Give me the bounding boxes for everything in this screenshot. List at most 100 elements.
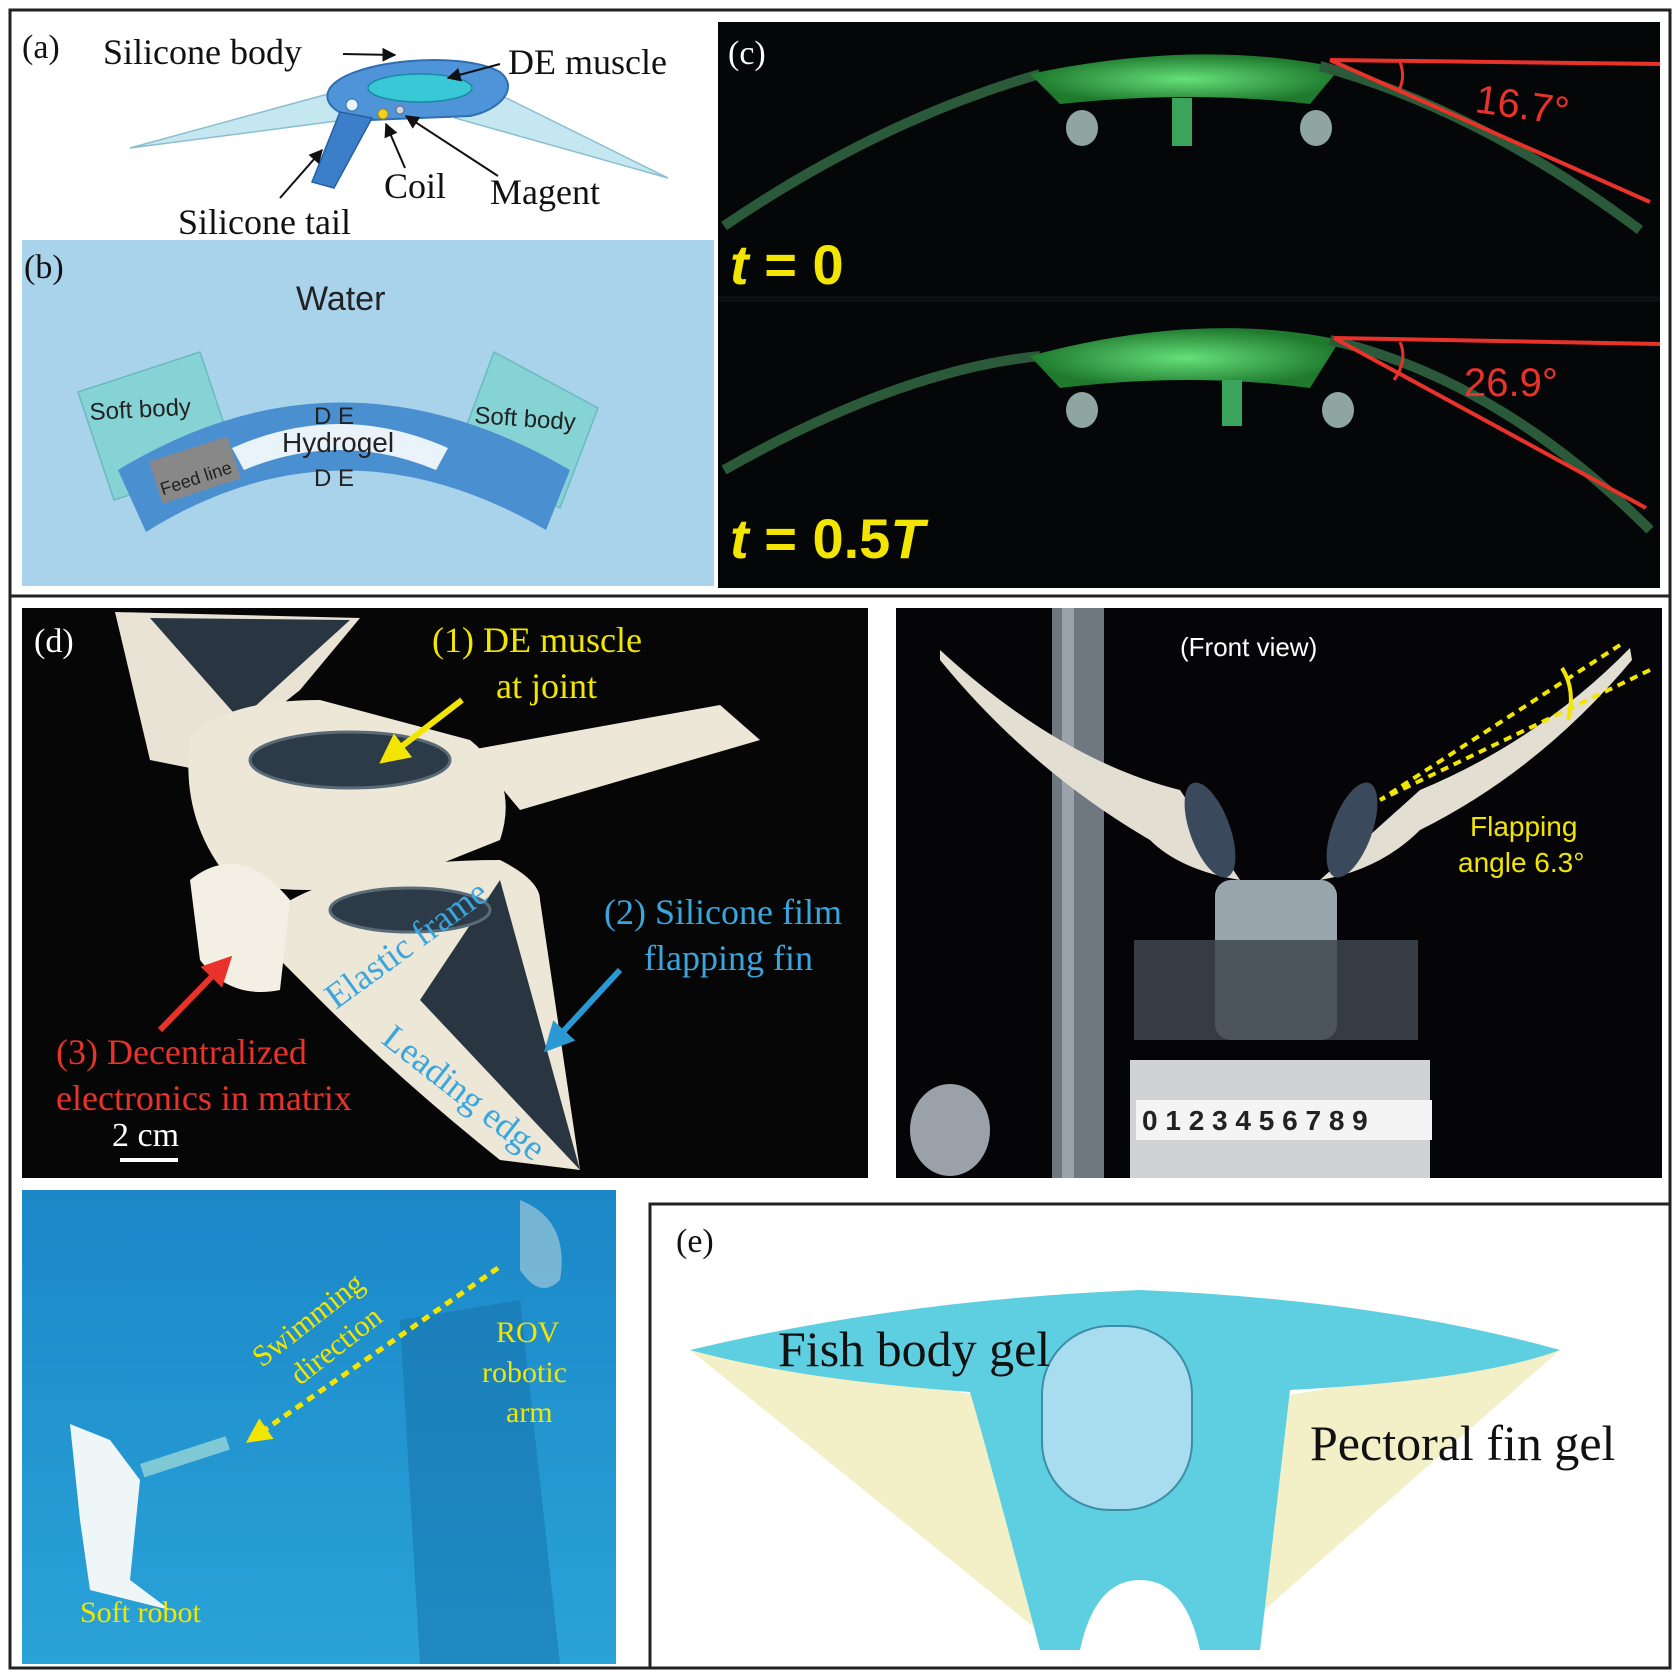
label-rov-3: arm — [506, 1396, 553, 1429]
label-soft-body-left: Soft body — [89, 394, 192, 426]
front-left-wing — [940, 650, 1240, 880]
left-fin — [129, 87, 361, 149]
label-silicone-body: Silicone body — [103, 32, 302, 72]
label-silicone-film-2: flapping fin — [644, 938, 813, 978]
pectoral-fin-right — [1230, 1350, 1560, 1640]
front-mount-plate — [1134, 940, 1418, 1040]
pod-right-bottom — [1322, 392, 1354, 428]
arrow-silicone-film — [543, 967, 623, 1053]
hydrogel-band — [232, 424, 448, 470]
angle-arc-top — [1396, 61, 1405, 93]
label-flapping-1: Flapping — [1470, 811, 1577, 842]
flap-axis-solid — [1378, 643, 1622, 802]
cylinder-left — [910, 1084, 990, 1176]
front-right-wing — [1320, 648, 1632, 880]
panel-ocean: Swimming direction ROV robotic arm Soft … — [22, 1190, 616, 1664]
label-magent: Magent — [490, 172, 600, 212]
angle-ref-bottom — [1333, 336, 1661, 346]
stem-bottom — [1222, 380, 1242, 426]
panel-e-tag: (e) — [676, 1223, 714, 1260]
panel-c-tag: (c) — [728, 35, 766, 72]
panel-c-divider-band — [718, 296, 1660, 302]
robot-lower-film — [420, 880, 580, 1170]
angle-line-top — [1329, 58, 1651, 204]
pole-highlight — [1062, 608, 1074, 1178]
coil-shape — [377, 108, 389, 120]
ocean-shadow — [400, 1300, 560, 1664]
stem-top — [1172, 98, 1192, 146]
pivot-left — [345, 98, 359, 112]
flap-axis-dotted — [1379, 668, 1651, 802]
pod-left-top — [1066, 110, 1098, 146]
panel-e: (e) Fish body gel Pectoral fin gel — [648, 1202, 1672, 1670]
label-de-muscle-joint-2: at joint — [496, 666, 597, 706]
pod-right-top — [1300, 110, 1332, 146]
label-coil: Coil — [384, 166, 446, 206]
label-rov-1: ROV — [496, 1316, 560, 1349]
label-silicone-film-1: (2) Silicone film — [604, 892, 842, 932]
panel-a: (a) Silicone body DE muscle Coil Magent … — [22, 29, 669, 242]
arrow-electronics — [157, 955, 233, 1033]
arrow-magent — [404, 115, 499, 177]
fin-right-bottom — [1328, 335, 1654, 534]
pole — [1052, 608, 1104, 1178]
label-de-bottom: D E — [314, 465, 354, 492]
pectoral-fin-left — [690, 1350, 1050, 1640]
fin-right-top — [1318, 61, 1643, 235]
label-time-top: t = 0 — [730, 233, 844, 296]
pod-left-bottom — [1066, 392, 1098, 428]
magnet-shape — [395, 105, 405, 115]
label-electronics-2: electronics in matrix — [56, 1078, 352, 1118]
label-water: Water — [296, 280, 385, 318]
panel-front-view: 0 1 2 3 4 5 6 7 8 9 (Front view) Flappin… — [896, 608, 1662, 1178]
hydrogel-window — [1041, 1325, 1193, 1511]
label-rov-2: robotic — [482, 1356, 567, 1389]
robot-upper-film — [150, 618, 350, 720]
robot-de-window-upper — [248, 730, 452, 790]
fin-left-bottom — [721, 351, 1041, 475]
label-scale: 2 cm — [112, 1117, 179, 1154]
robot-de-window-lower — [328, 886, 492, 934]
flap-angle-arc — [1560, 666, 1573, 721]
label-flapping-2: angle 6.3° — [1458, 847, 1584, 878]
label-de-muscle: DE muscle — [508, 42, 667, 82]
label-angle-bottom: 26.9° — [1464, 361, 1558, 405]
feed-line-shape — [149, 436, 241, 504]
arrow-de-muscle — [446, 63, 501, 82]
rov-arm-shape — [520, 1200, 562, 1288]
label-front-view: (Front view) — [1180, 632, 1317, 662]
panel-d-tag: (d) — [34, 623, 74, 660]
angle-ref-top — [1329, 58, 1661, 66]
label-de-top: D E — [314, 403, 354, 430]
angle-line-bottom — [1333, 336, 1647, 510]
panel-d: (d) (1) DE muscle at joint (2) Silicone … — [22, 608, 868, 1178]
angle-arc-bottom — [1392, 341, 1405, 381]
front-window-right — [1326, 782, 1378, 878]
ruler-strip — [1136, 1100, 1432, 1140]
ruler-numbers: 0 1 2 3 4 5 6 7 8 9 — [1142, 1105, 1368, 1136]
robot-tail-spine — [470, 705, 760, 810]
de-muscle-shape — [367, 73, 473, 103]
body-bottom — [1030, 328, 1340, 388]
label-pectoral-fin-gel: Pectoral fin gel — [1310, 1415, 1615, 1471]
front-window-left — [1184, 782, 1236, 878]
label-de-muscle-joint-1: (1) DE muscle — [432, 620, 642, 660]
panel-c: 16.7° 26.9° (c) t = 0 t = 0.5T — [718, 22, 1661, 588]
panel-b: (b) Water Soft body Soft body D E Hydrog… — [22, 240, 714, 586]
panel-b-tag: (b) — [24, 249, 64, 286]
label-electronics-1: (3) Decentralized — [56, 1032, 307, 1072]
de-arc — [118, 402, 570, 532]
label-time-bottom: t = 0.5T — [730, 507, 929, 570]
body-top — [1030, 54, 1340, 104]
label-fish-body-gel: Fish body gel — [778, 1321, 1050, 1377]
label-hydrogel: Hydrogel — [282, 427, 394, 458]
panel-a-tag: (a) — [22, 29, 60, 66]
arrow-silicone-tail — [279, 148, 323, 199]
arrow-de-muscle-joint — [379, 697, 464, 764]
soft-robot-shape — [70, 1424, 170, 1610]
label-soft-robot: Soft robot — [80, 1596, 202, 1629]
label-silicone-tail: Silicone tail — [178, 202, 351, 242]
soft-robot-tail — [139, 1436, 230, 1478]
fin-left-top — [721, 69, 1042, 231]
arrow-coil — [384, 122, 406, 169]
